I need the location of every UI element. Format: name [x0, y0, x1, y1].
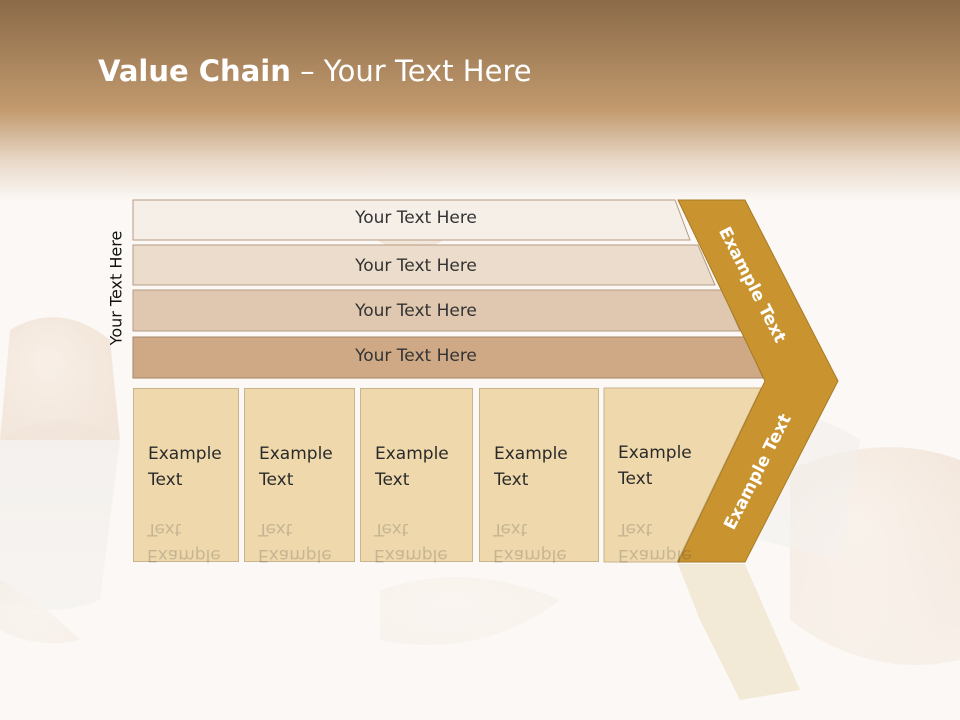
cell-reflection-3-text: Example Text — [374, 519, 448, 564]
cell-reflection-2-text: Example Text — [258, 519, 332, 564]
activity-cell-1-text: Example Text — [148, 444, 222, 490]
row-text-4: Your Text Here — [355, 346, 477, 366]
activity-cell-4-text: Example Text — [494, 444, 568, 490]
row-text-3: Your Text Here — [355, 301, 477, 321]
row-bar-4 — [132, 336, 764, 379]
row-bar-1 — [132, 199, 691, 241]
cell-reflection-4: Example Text — [479, 434, 599, 564]
activity-cell-1: Example Text — [133, 388, 239, 562]
activity-cell-4: Example Text — [479, 388, 599, 562]
row-text-2: Your Text Here — [355, 256, 477, 276]
activity-cell-2: Example Text — [244, 388, 355, 562]
cell-reflection-1: Example Text — [133, 434, 239, 564]
slide-title: Value Chain – Your Text Here — [98, 54, 532, 88]
row-bar-3 — [132, 289, 741, 332]
cell-reflection-1-text: Example Text — [147, 519, 221, 564]
activity-cell-2-text: Example Text — [259, 444, 333, 490]
cell-reflection-5: Example Text — [604, 434, 714, 564]
cell-reflection-2: Example Text — [244, 434, 355, 564]
chevron-arrow — [677, 199, 839, 563]
cell-reflection-4-text: Example Text — [493, 519, 567, 564]
title-rest: – Your Text Here — [290, 54, 532, 88]
row-text-1: Your Text Here — [355, 208, 477, 228]
chevron-reflection — [678, 564, 800, 700]
cell-reflection-3: Example Text — [360, 434, 473, 564]
row-bar-2 — [132, 244, 716, 286]
activity-cell-3-text: Example Text — [375, 444, 449, 490]
last-cell-shape — [603, 387, 762, 563]
cell-reflection-5-text: Example Text — [618, 519, 692, 564]
activity-cell-3: Example Text — [360, 388, 473, 562]
activity-cell-5-text: Example Text — [618, 443, 692, 489]
title-bold: Value Chain — [98, 54, 291, 88]
